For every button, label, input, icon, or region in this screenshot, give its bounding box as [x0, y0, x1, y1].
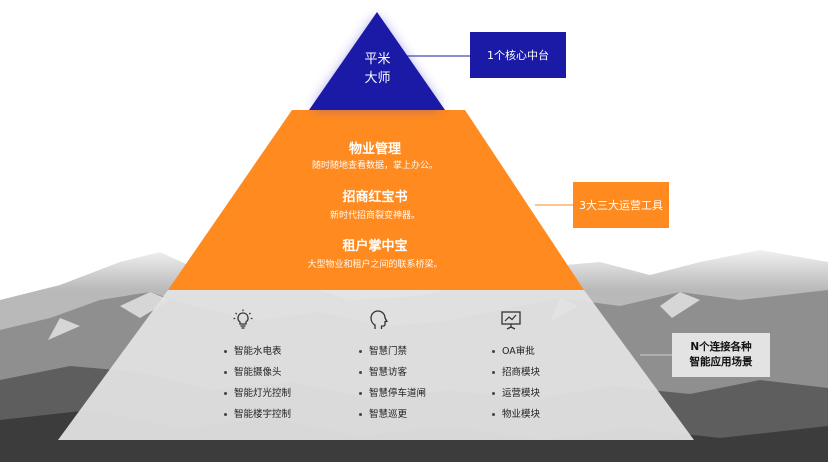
top-tier-title: 平米 大师 — [355, 50, 400, 88]
top-tier-title-line1: 平米 — [364, 52, 391, 67]
tool-2-subtitle: 新时代招商裂变神器。 — [329, 211, 420, 221]
callout-core-label: 1个核心中台 — [487, 49, 549, 62]
list-item: 运营模块 — [490, 387, 620, 408]
scene-column-modules: OA审批 招商模块 运营模块 物业模块 — [490, 309, 620, 429]
scene-column-hardware: 智能水电表 智能摄像头 智能灯光控制 智能楼宇控制 — [222, 309, 352, 429]
lightbulb-icon — [233, 309, 253, 329]
head-profile-icon — [370, 310, 388, 329]
tool-1-subtitle: 随时随地查看数据，掌上办公。 — [311, 161, 438, 171]
callout-tools-label: 3大三大运营工具 — [579, 199, 663, 212]
list-item: 智慧门禁 — [357, 345, 487, 366]
pyramid-bottom-tier — [58, 290, 694, 440]
top-tier-title-line2: 大师 — [364, 71, 391, 86]
scene-list-modules: OA审批 招商模块 运营模块 物业模块 — [490, 345, 620, 429]
callout-smart-scenes: N个连接各种 智能应用场景 — [672, 333, 770, 377]
list-item: 智能水电表 — [222, 345, 352, 366]
callout-operation-tools: 3大三大运营工具 — [573, 182, 669, 228]
tool-3-subtitle: 大型物业和租户之间的联系桥梁。 — [307, 260, 443, 270]
list-item: 智能摄像头 — [222, 366, 352, 387]
list-item: 智慧停车道闸 — [357, 387, 487, 408]
tool-3-title: 租户掌中宝 — [342, 239, 408, 254]
scene-column-access: 智慧门禁 智慧访客 智慧停车道闸 智慧巡更 — [357, 309, 487, 429]
list-item: 招商模块 — [490, 366, 620, 387]
list-item: 智慧巡更 — [357, 408, 487, 429]
list-item: 物业模块 — [490, 408, 620, 429]
callout-scenes-line2: 智能应用场景 — [689, 356, 753, 368]
list-item: 智能楼宇控制 — [222, 408, 352, 429]
callout-core-platform: 1个核心中台 — [470, 32, 566, 78]
presentation-board-icon — [501, 311, 521, 330]
pyramid-top-tier — [309, 12, 445, 110]
scene-list-access: 智慧门禁 智慧访客 智慧停车道闸 智慧巡更 — [357, 345, 487, 429]
tool-2-title: 招商红宝书 — [342, 190, 408, 205]
list-item: 智慧访客 — [357, 366, 487, 387]
callout-scenes-line1: N个连接各种 — [690, 341, 752, 353]
pyramid-middle-tier — [168, 110, 584, 290]
scene-list-hardware: 智能水电表 智能摄像头 智能灯光控制 智能楼宇控制 — [222, 345, 352, 429]
list-item: 智能灯光控制 — [222, 387, 352, 408]
tool-1-title: 物业管理 — [348, 142, 401, 157]
list-item: OA审批 — [490, 345, 620, 366]
